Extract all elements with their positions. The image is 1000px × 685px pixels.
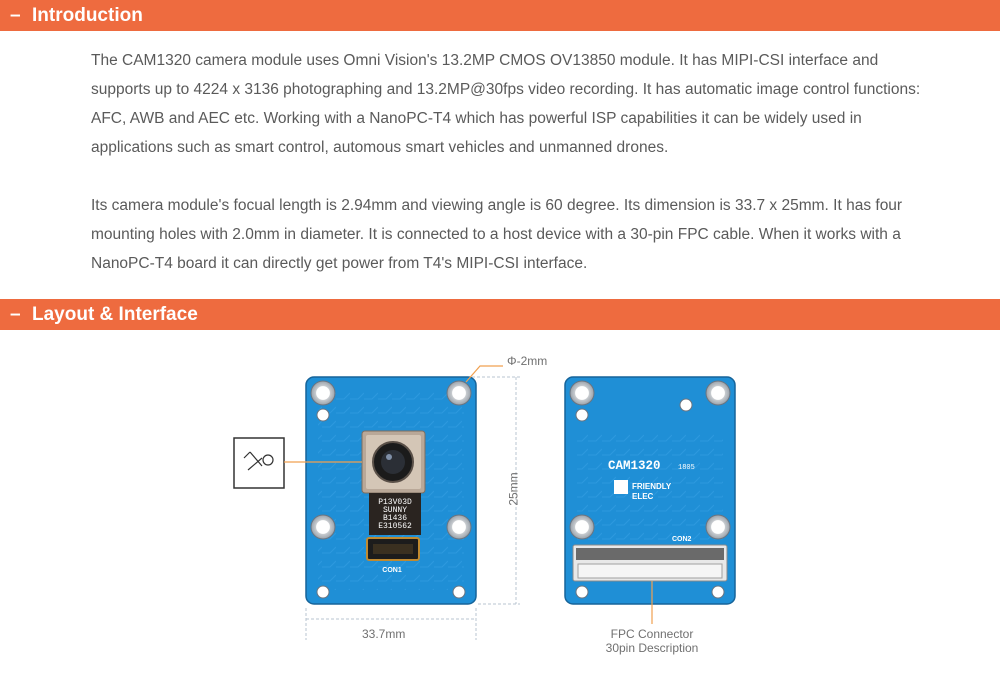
orientation-icon — [233, 437, 285, 489]
mounting-hole — [446, 514, 472, 540]
mounting-hole — [310, 514, 336, 540]
sensor-text: E310562 — [378, 522, 412, 531]
camera-ribbon — [369, 493, 421, 535]
section-title: Introduction — [32, 5, 143, 26]
via-hole — [679, 398, 693, 412]
connector-label: CON2 — [672, 536, 692, 543]
mounting-hole — [569, 514, 595, 540]
introduction-header[interactable]: –Introduction — [0, 0, 1000, 31]
brand-name: FRIENDLY — [632, 482, 672, 491]
mounting-hole — [310, 380, 336, 406]
collapse-icon[interactable]: – — [10, 304, 21, 325]
via-hole — [316, 585, 330, 599]
sensor-text: B1436 — [383, 514, 407, 523]
front-board: P13V03D SUNNY B1436 E310562 CON1 — [305, 376, 477, 605]
height-dimension-label: 25mm — [506, 472, 521, 506]
intro-paragraph-1: The CAM1320 camera module uses Omni Visi… — [91, 52, 921, 156]
hole-diameter-label: Φ-2mm — [507, 354, 548, 368]
mounting-hole — [446, 380, 472, 406]
via-hole — [711, 585, 725, 599]
brand-logo-icon — [614, 480, 628, 494]
board-model-suffix: 1805 — [678, 464, 695, 472]
section-title: Layout & Interface — [32, 304, 198, 325]
collapse-icon[interactable]: – — [10, 5, 21, 26]
connector-callout: FPC Connector 30pin Description — [592, 627, 712, 655]
intro-paragraph-2: Its camera module's focual length is 2.9… — [91, 197, 903, 272]
connector-callout-line2: 30pin Description — [605, 641, 699, 655]
connector-label: CON1 — [382, 567, 402, 574]
brand-name: ELEC — [632, 492, 654, 501]
leader-line — [465, 365, 503, 383]
back-board: CAM1320 1805 FRIENDLY ELEC CON2 — [564, 376, 736, 605]
sensor-text: SUNNY — [383, 506, 407, 515]
width-dimension-label: 33.7mm — [362, 627, 406, 641]
layout-header[interactable]: –Layout & Interface — [0, 299, 1000, 330]
sensor-text: P13V03D — [378, 498, 412, 507]
via-hole — [575, 585, 589, 599]
connector-callout-line1: FPC Connector — [610, 627, 694, 641]
via-hole — [316, 408, 330, 422]
mounting-hole — [705, 514, 731, 540]
board-model: CAM1320 — [608, 459, 661, 473]
mounting-hole — [705, 380, 731, 406]
via-hole — [575, 408, 589, 422]
mounting-hole — [569, 380, 595, 406]
via-hole — [452, 585, 466, 599]
